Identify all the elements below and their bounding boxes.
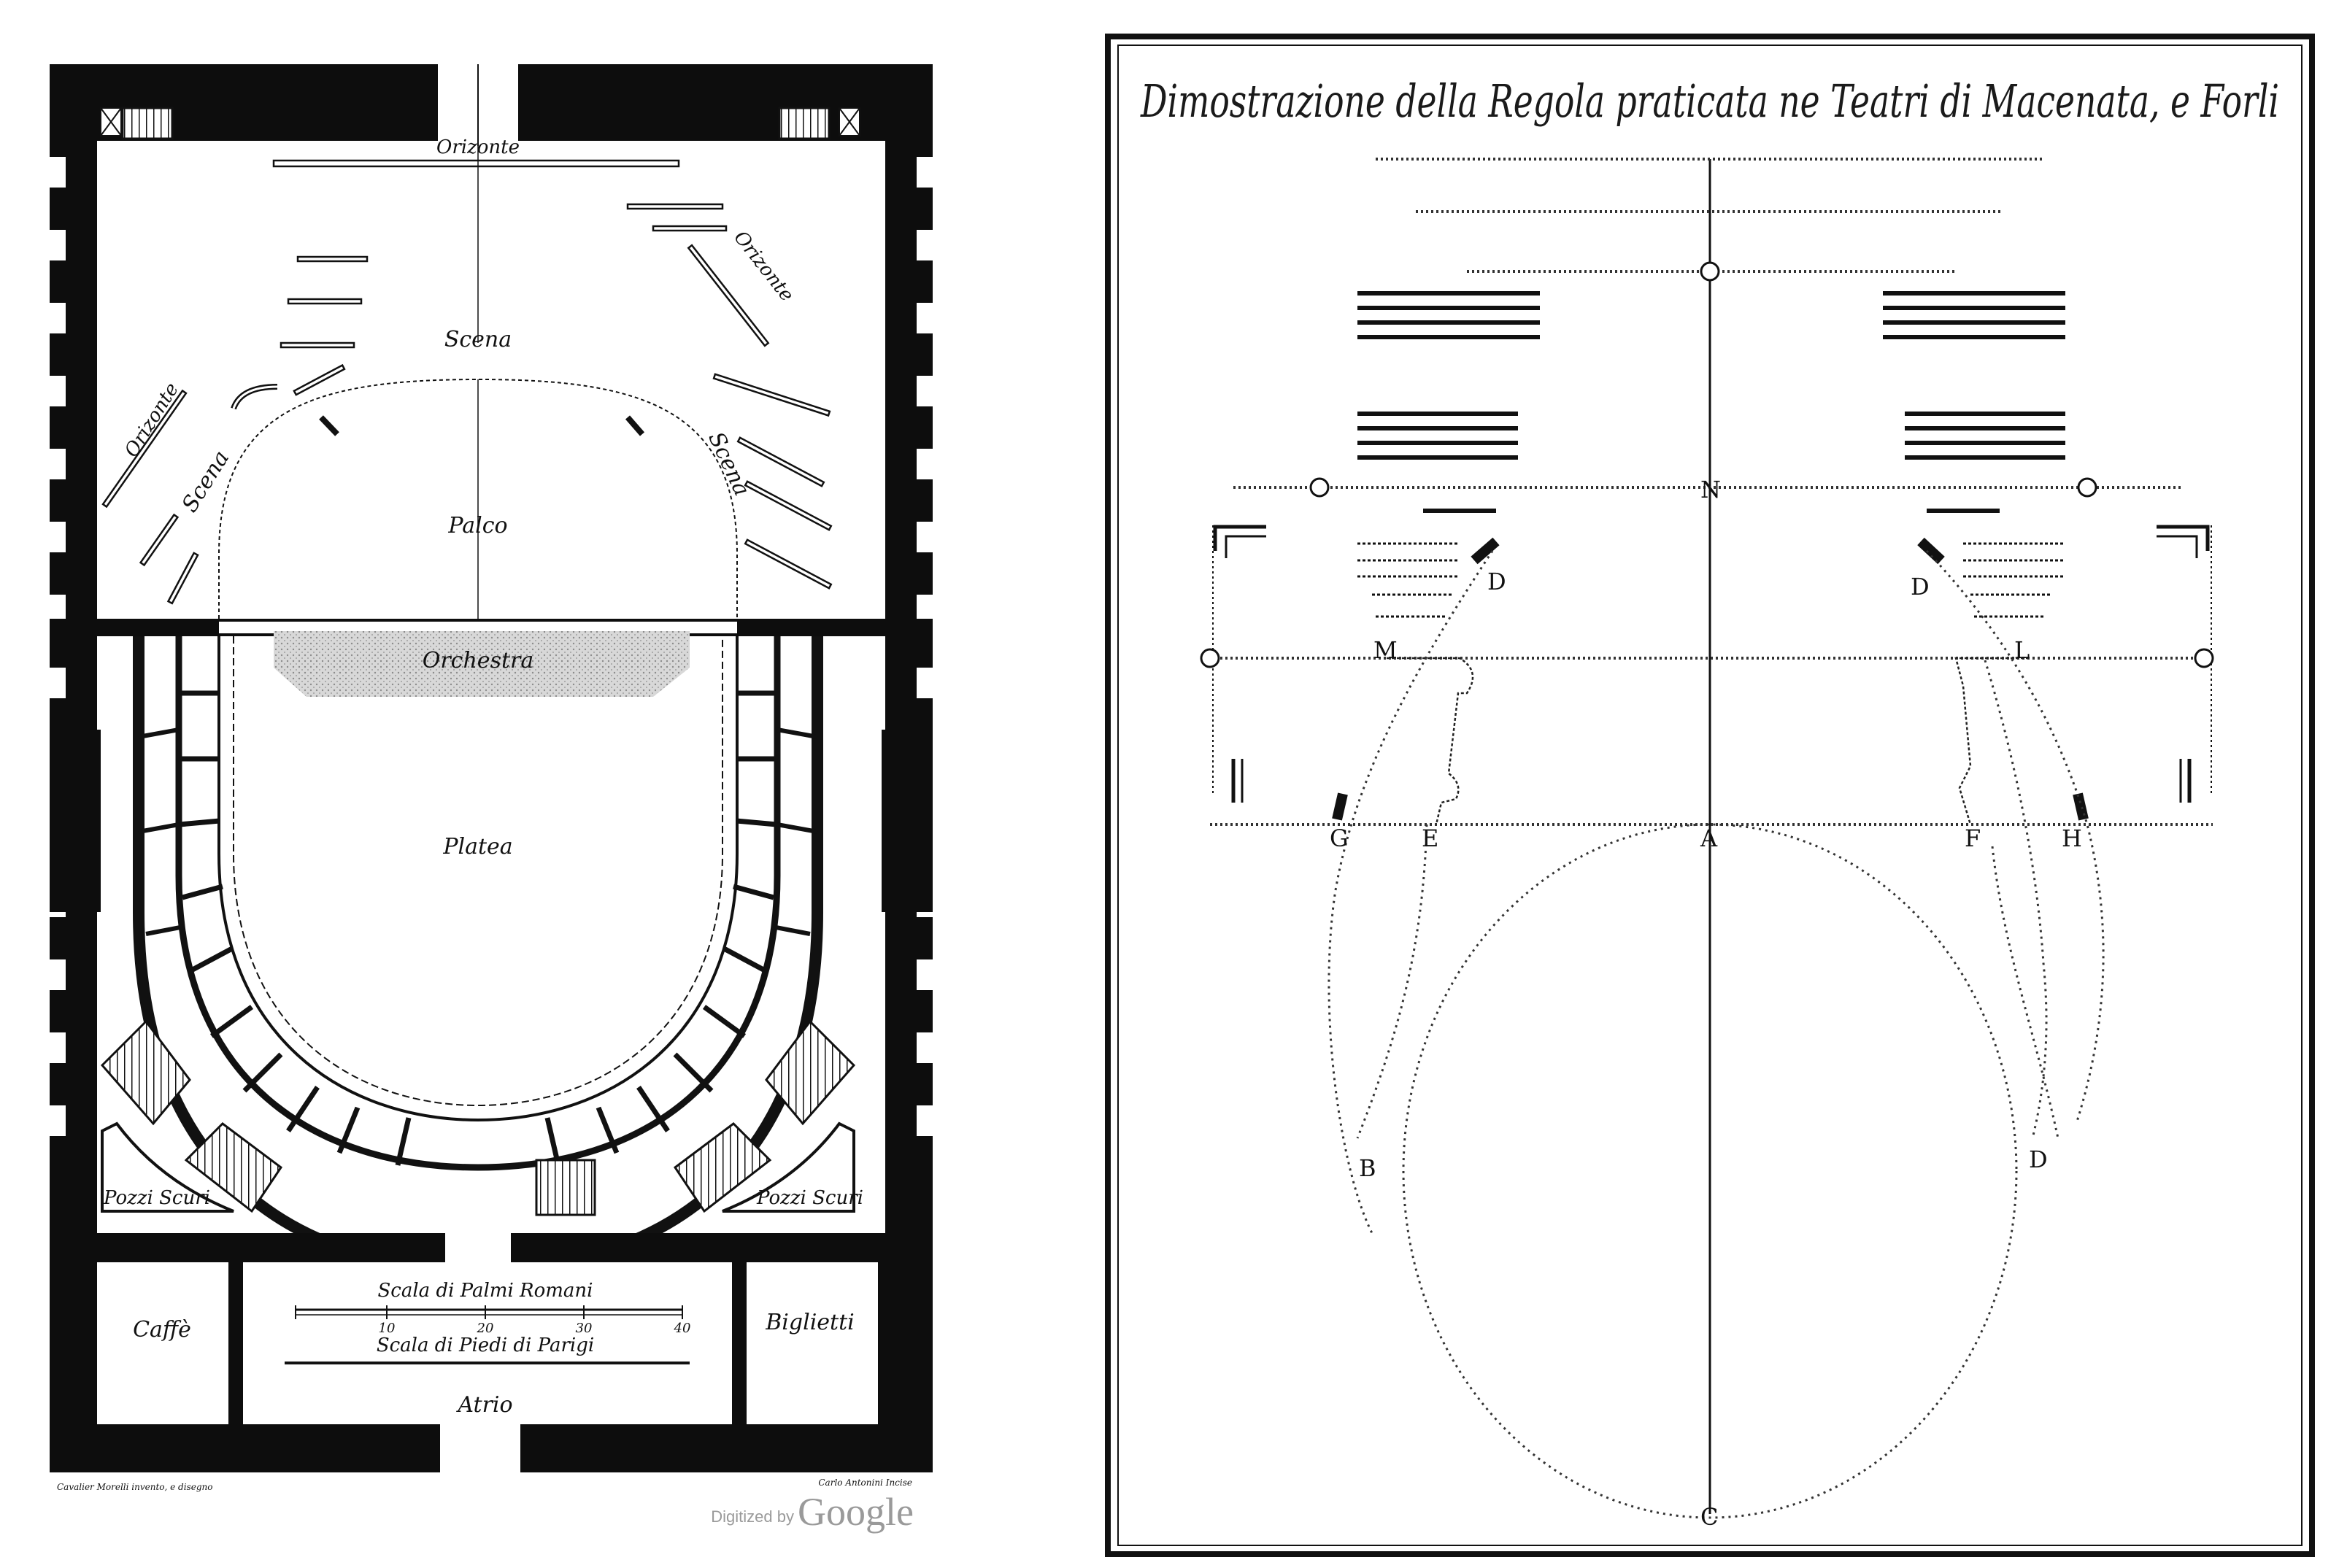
point-label-D-right: D [1911,573,1930,600]
curve-right-outer [1925,549,2105,1124]
caffe-room [97,1262,228,1424]
proscenium-profile-left [1387,657,1474,825]
backdrop-orizzonte [272,159,680,168]
label-orchestra: Orchestra [423,648,534,673]
scale-palmi [295,1305,683,1319]
point-label-M: M [1373,636,1398,664]
point-label-L: L [2014,636,2030,664]
palco-mark-left [319,415,339,436]
label-scena-center: Scena [444,327,512,352]
point-label-H: H [2062,824,2082,852]
scale-tick-40: 40 [674,1321,691,1336]
biglietti-room [747,1262,878,1424]
stair-lower-left [100,1019,191,1126]
demonstration-plate: Dimostrazione della Regola praticata ne … [1105,34,2315,1557]
digitized-watermark: Digitized by Google [711,1490,914,1534]
horizon-lines [1210,158,2213,826]
pozzi-room-left [101,1121,234,1213]
wings-left [101,255,369,605]
scene-flats-left [1357,291,1540,618]
atrio-room [243,1262,732,1424]
watermark-prefix: Digitized by [711,1507,794,1526]
point-O-far-right-marker [2194,648,2214,668]
point-label-D-left: D [1487,568,1506,595]
side-hall-left [50,730,101,912]
point-label-C: C [1700,1503,1718,1531]
label-scale-piedi: Scala di Piedi di Parigi [377,1335,594,1356]
label-caffe: Caffè [133,1317,191,1343]
scale-tick-10: 10 [379,1321,396,1336]
scene-flats-right [1883,291,2065,618]
point-O-right-marker [2077,477,2097,498]
palco-mark-right [625,415,645,436]
scale-tick-20: 20 [477,1321,494,1336]
palco-outline [218,378,738,619]
point-O-top-marker [1700,261,1720,282]
plate-title: Dimostrazione della Regola praticata ne … [1140,74,2279,128]
wings-right [626,203,833,590]
mark-H [2073,792,2089,821]
label-pozzi-right: Pozzi Scuri [756,1187,863,1209]
plate-frame-inner [1117,45,2303,1546]
entrance-right-block [520,1424,878,1472]
orchestra-pit [274,631,690,697]
scale-tick-30: 30 [576,1321,593,1336]
point-label-B: B [1359,1154,1376,1182]
point-O-left-marker [1309,477,1330,498]
stair-lower-right [765,1019,856,1126]
label-pozzi-left: Pozzi Scuri [103,1187,210,1209]
label-biglietti: Biglietti [765,1310,855,1335]
auditorium-mass [97,636,885,1233]
stage-room [97,141,885,619]
entrance-left-block [97,1424,440,1472]
credit-engraver: Carlo Antonini Incise [818,1478,912,1488]
curve-right-lower [1991,846,2059,1139]
box-ring-outer [175,636,781,1171]
pozzi-room-right [722,1121,855,1213]
point-label-E: E [1422,824,1438,852]
point-label-G: G [1330,824,1349,852]
box-ring-inner [217,636,739,1122]
point-label-A: A [1700,824,1718,852]
point-label-N: N [1700,476,1721,503]
corridor-dividers [138,727,818,936]
side-hall-right [882,730,933,912]
stair-top-left [121,107,174,140]
stair-front-left [184,1122,283,1213]
box-dividers [179,690,777,1166]
google-logo: Google [798,1490,914,1534]
label-palco: Palco [447,513,507,538]
mark-D-right [1917,537,1945,565]
auditorium-circle [1402,823,2018,1519]
curve-left-outer [1328,550,1494,1234]
label-platea: Platea [442,834,512,860]
credit-designer: Cavalier Morelli invento, e disegno [57,1482,212,1492]
point-label-F: F [1965,824,1981,852]
point-O-far-left-marker [1200,648,1220,668]
mark-D-left [1471,537,1500,565]
stair-top-right [778,107,831,140]
point-label-D-lower: D [2029,1146,2048,1173]
label-scale-palmi: Scala di Palmi Romani [377,1280,593,1302]
label-orizzonte-top: Orizonte [436,136,520,158]
theatre-plan: Orizonte Orizonte Orizonte Scena Scena S… [50,64,933,1492]
stair-front-right [673,1122,772,1213]
parterre-rail [233,636,723,1107]
label-atrio: Atrio [455,1392,512,1418]
mark-G [1332,792,1348,821]
stair-front-center [535,1159,596,1216]
